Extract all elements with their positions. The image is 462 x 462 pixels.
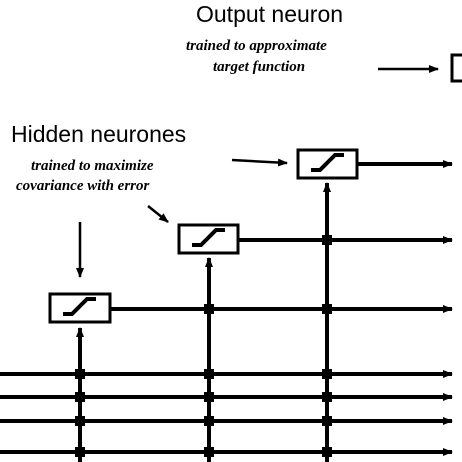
sigmoid-icon xyxy=(192,228,225,247)
connection-nodes xyxy=(75,235,332,457)
connection-node xyxy=(204,369,214,379)
connection-node xyxy=(322,392,332,402)
connection-node xyxy=(75,369,85,379)
connection-node xyxy=(204,304,214,314)
connection-node xyxy=(204,447,214,457)
hidden-2-note-arrow xyxy=(147,205,169,223)
connection-node xyxy=(322,447,332,457)
output-neuron-note-line1: trained to approximate xyxy=(186,38,327,54)
input-lines xyxy=(0,370,453,456)
hidden-neurones-note-line2: covariance with error xyxy=(16,178,150,194)
hidden-unit-3 xyxy=(296,148,359,180)
output-neuron-note-line2: target function xyxy=(213,59,306,75)
hidden-3-note-arrow xyxy=(231,158,288,167)
sigmoid-icon xyxy=(311,153,344,172)
connection-node xyxy=(322,416,332,426)
output-neuron-box xyxy=(450,53,462,83)
connection-node xyxy=(204,392,214,402)
connection-node xyxy=(322,235,332,245)
connection-node xyxy=(204,416,214,426)
hidden-unit-2 xyxy=(177,223,240,255)
connection-node xyxy=(322,304,332,314)
sigmoid-icon xyxy=(63,297,96,316)
output-neuron-title: Output neuron xyxy=(196,1,344,27)
connection-node xyxy=(75,416,85,426)
hidden-unit-1 xyxy=(48,292,112,324)
connection-node xyxy=(75,392,85,402)
annotation-arrows xyxy=(76,65,439,278)
hidden-neurones-note-line1: trained to maximize xyxy=(31,158,154,174)
connection-node xyxy=(322,369,332,379)
hidden-output-lines xyxy=(110,160,453,313)
hidden-neurones-title: Hidden neurones xyxy=(11,121,187,147)
connection-node xyxy=(75,447,85,457)
